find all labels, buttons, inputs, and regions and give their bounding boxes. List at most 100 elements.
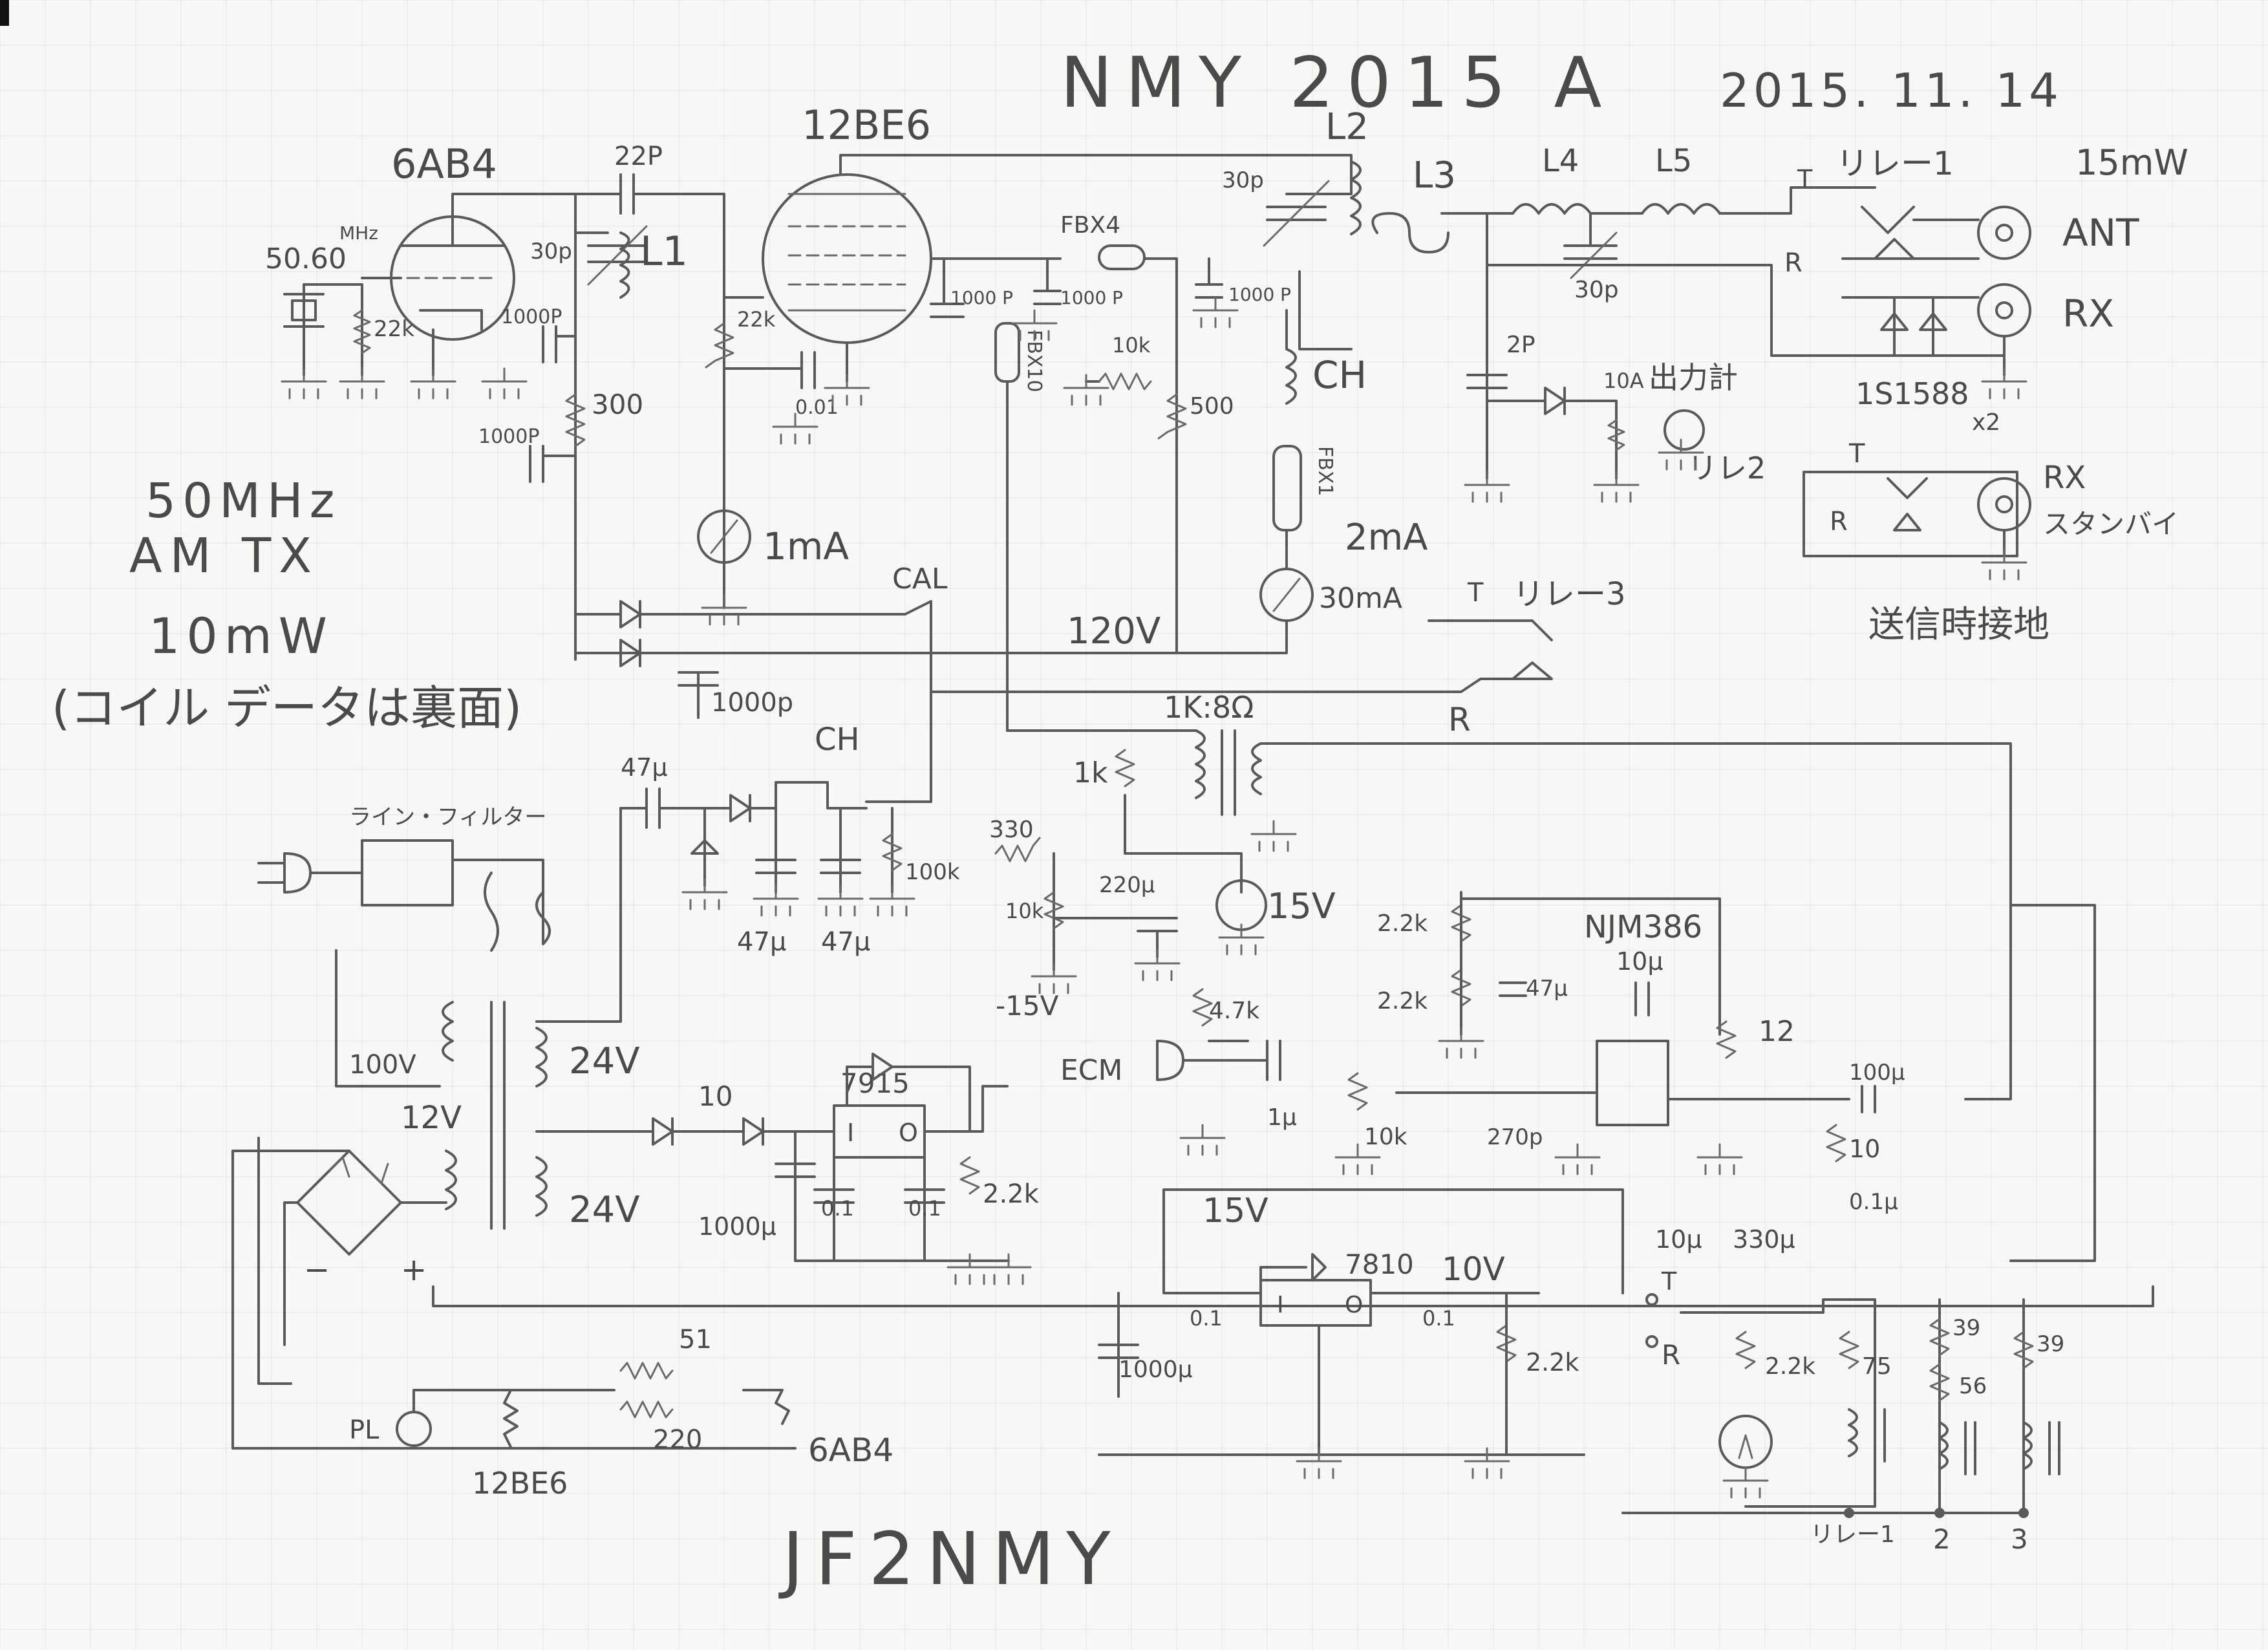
label-tx-ground: 送信時接地 [1868,604,2049,646]
label-22k-g: 2.2k [1765,1353,1815,1380]
label-001: 0.01 [795,396,839,419]
ground-symbol [772,412,818,445]
ground-symbol [281,367,327,400]
label-relay-coil-2: 2 [1933,1523,1951,1555]
ground-symbol [1011,309,1058,341]
label-pl: PL [349,1415,380,1445]
label-choke-ch: CH [1312,353,1367,397]
label-22k-d: 2.2k [1377,910,1428,937]
label-10a: 10A [1603,369,1644,393]
ground-symbol [681,878,728,910]
label-7810-o: O [1345,1292,1363,1318]
label-standby-t: T [1848,439,1865,469]
label-220u: 220μ [1099,872,1155,898]
label-22k-e: 2.2k [1377,988,1428,1014]
ground-symbol [1063,374,1109,406]
connector-rx-standby [1977,477,2031,531]
relay-drive-section: 15V 7810 I O 10V 0.1 0.1 1000μ 2.2k T R … [1098,1188,2064,1555]
label-r39-a: 39 [1952,1315,1980,1341]
label-r10-b: 10 [1849,1135,1880,1163]
label-r75: 75 [1862,1353,1892,1380]
label-fbx4: FBX4 [1060,212,1120,239]
spec-mode: AM TX [129,528,319,584]
label-1k8: 1K:8Ω [1164,690,1254,725]
label-xtal-freq: 50.60 [265,242,347,275]
spec-band: 50MHz [145,473,341,529]
label-1000p-c: 1000 P [950,287,1013,308]
label-6ab4: 6AB4 [391,140,497,188]
ground-symbols [281,296,2027,1499]
ground-symbol [1981,367,2027,400]
ground-symbol [410,367,456,400]
regulator-7810 [1259,1279,1372,1327]
ground-symbol [1296,1447,1342,1479]
label-330: 330 [989,817,1034,843]
label-out-power: 15mW [2075,142,2188,183]
label-47u-c: 47μ [821,927,870,957]
label-22k-a: 22k [374,316,414,342]
label-fbx1: FBX1 [1314,446,1336,496]
output-section: L3 L4 L5 30p 2P 10A 出力計 リレ2 リレー1 T R 15m… [1371,142,2188,646]
ground-symbol [1981,548,2027,581]
label-7915: 7915 [840,1067,910,1099]
ground-symbol [1179,1124,1226,1156]
label-22k-f: 2.2k [1526,1348,1579,1377]
label-270p: 270p [1487,1124,1543,1150]
led-indicator [1718,1415,1773,1469]
standby-box [1803,471,2018,557]
hv-supply-section: 47μ CH 47μ 47μ 100k ライン・フィルター 100V 24 [257,691,1059,1262]
label-1000p-d: 1000 P [1060,287,1123,308]
label-1000u-a: 1000μ [698,1212,776,1241]
label-relay2: リレ2 [1687,451,1766,486]
label-choke-ch2: CH [815,722,860,758]
label-l4: L4 [1542,143,1579,179]
label-r12: 12 [1759,1015,1795,1048]
label-10k-a: 10k [1112,333,1151,358]
label-30p-c: 30p [1574,277,1619,303]
ground-symbol [339,367,385,400]
label-relay3-r: R [1448,701,1471,738]
ground-symbol [1031,962,1077,994]
label-rx-standby: RX [2043,460,2086,496]
label-24v-a: 24V [569,1040,640,1082]
label-cal: CAL [892,562,948,595]
label-r56: 56 [1959,1373,1987,1399]
label-njm386: NJM386 [1584,909,1702,945]
ground-symbol [1192,296,1239,328]
ground-symbol [1658,438,1704,471]
label-2p: 2P [1506,332,1535,358]
label-30p-b: 30p [1222,167,1264,193]
ground-symbol [1438,1027,1484,1059]
label-x2: x2 [1972,409,2000,436]
label-1000p-f: 1000p [711,688,793,718]
label-l5: L5 [1655,143,1692,179]
diagram-title: NMY 2015 A [1060,43,1614,123]
ground-symbol [869,884,915,917]
spec-power: 10mW [149,607,334,665]
label-relay1-t: T [1797,165,1813,193]
corner-mark [0,0,9,26]
label-r39-b: 39 [2037,1331,2064,1357]
oscillator-section: 6AB4 50.60 MHz 22k 22P 30p L1 1000P 300 [265,140,725,661]
label-22k-c: 2.2k [983,1179,1040,1209]
label-power-meter: 出力計 [1649,360,1738,395]
label-r220: 220 [653,1425,702,1455]
label-relay-coil-3: 3 [2011,1523,2028,1555]
ground-symbol [481,367,528,400]
label-01-a: 0.1 [821,1196,854,1221]
label-22p: 22P [614,142,663,171]
label-1k: 1k [1073,756,1108,789]
label-10u-b: 10μ [1655,1225,1702,1254]
label-7915-i: I [847,1119,854,1147]
label-1000p-e: 1000 P [1228,284,1291,305]
label-sw-r: R [1662,1339,1680,1371]
label-100k: 100k [905,859,960,885]
label-l2: L2 [1325,106,1369,148]
label-10u-a: 10μ [1616,947,1664,976]
ground-symbol [701,594,747,626]
label-01-b: 0.1 [908,1196,941,1221]
label-10v: 10V [1442,1250,1505,1288]
label-relay-coil-1: リレー1 [1810,1521,1895,1548]
